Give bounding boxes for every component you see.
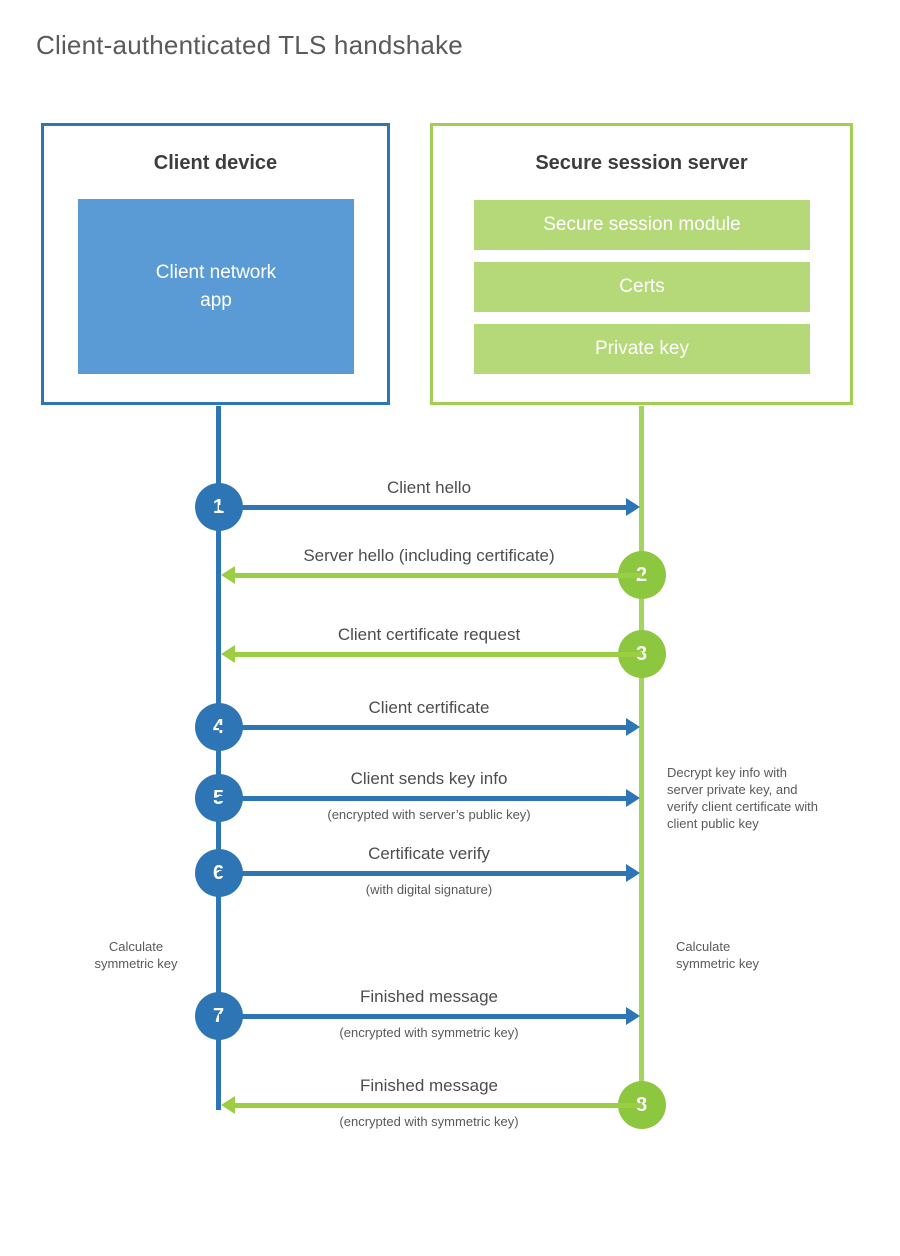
arrow-head-4 — [625, 718, 640, 736]
message-arrow-5 — [218, 796, 626, 801]
message-label-1: Client hello — [386, 478, 472, 497]
message-sublabel-7: (encrypted with symmetric key) — [339, 1025, 519, 1040]
message-label-8: Finished message — [360, 1076, 498, 1095]
server-module-secure-session: Secure session module — [474, 200, 810, 250]
message-arrow-7 — [218, 1014, 626, 1019]
server-module-certs: Certs — [474, 262, 810, 312]
calculate-symmetric-key-note-server: Calculate symmetric key — [676, 939, 760, 971]
message-label-2: Server hello (including certificate) — [303, 546, 555, 565]
message-arrow-8 — [234, 1103, 642, 1108]
arrow-head-3 — [220, 645, 235, 663]
message-arrow-2 — [234, 573, 642, 578]
message-label-6: Certificate verify — [368, 844, 490, 863]
message-arrow-3 — [234, 652, 642, 657]
client-network-app-box: Client network app — [78, 199, 354, 374]
message-arrow-6 — [218, 871, 626, 876]
arrow-head-2 — [220, 566, 235, 584]
page-title: Client-authenticated TLS handshake — [36, 30, 463, 60]
message-label-3: Client certificate request — [337, 625, 521, 644]
server-title: Secure session server — [535, 152, 748, 174]
arrow-head-5 — [625, 789, 640, 807]
message-arrow-4 — [218, 725, 626, 730]
calculate-symmetric-key-note-client: Calculate symmetric key — [94, 939, 178, 971]
client-lifeline — [216, 406, 221, 1110]
decrypt-note: Decrypt key info with server private key… — [667, 765, 818, 831]
message-sublabel-8: (encrypted with symmetric key) — [339, 1114, 519, 1129]
message-sublabel-6: (with digital signature) — [365, 882, 493, 897]
message-label-7: Finished message — [360, 987, 498, 1006]
client-device-title: Client device — [153, 152, 278, 174]
message-label-5: Client sends key info — [350, 769, 508, 788]
arrow-head-6 — [625, 864, 640, 882]
server-module-private-key: Private key — [474, 324, 810, 374]
message-arrow-1 — [218, 505, 626, 510]
client-app-label-line1: Client network — [155, 261, 277, 283]
message-sublabel-5: (encrypted with server’s public key) — [327, 807, 531, 822]
arrow-head-7 — [625, 1007, 640, 1025]
client-app-label-line2: app — [200, 289, 232, 311]
arrow-head-1 — [625, 498, 640, 516]
server-lifeline — [639, 406, 644, 1107]
message-label-4: Client certificate — [368, 698, 490, 717]
arrow-head-8 — [220, 1096, 235, 1114]
